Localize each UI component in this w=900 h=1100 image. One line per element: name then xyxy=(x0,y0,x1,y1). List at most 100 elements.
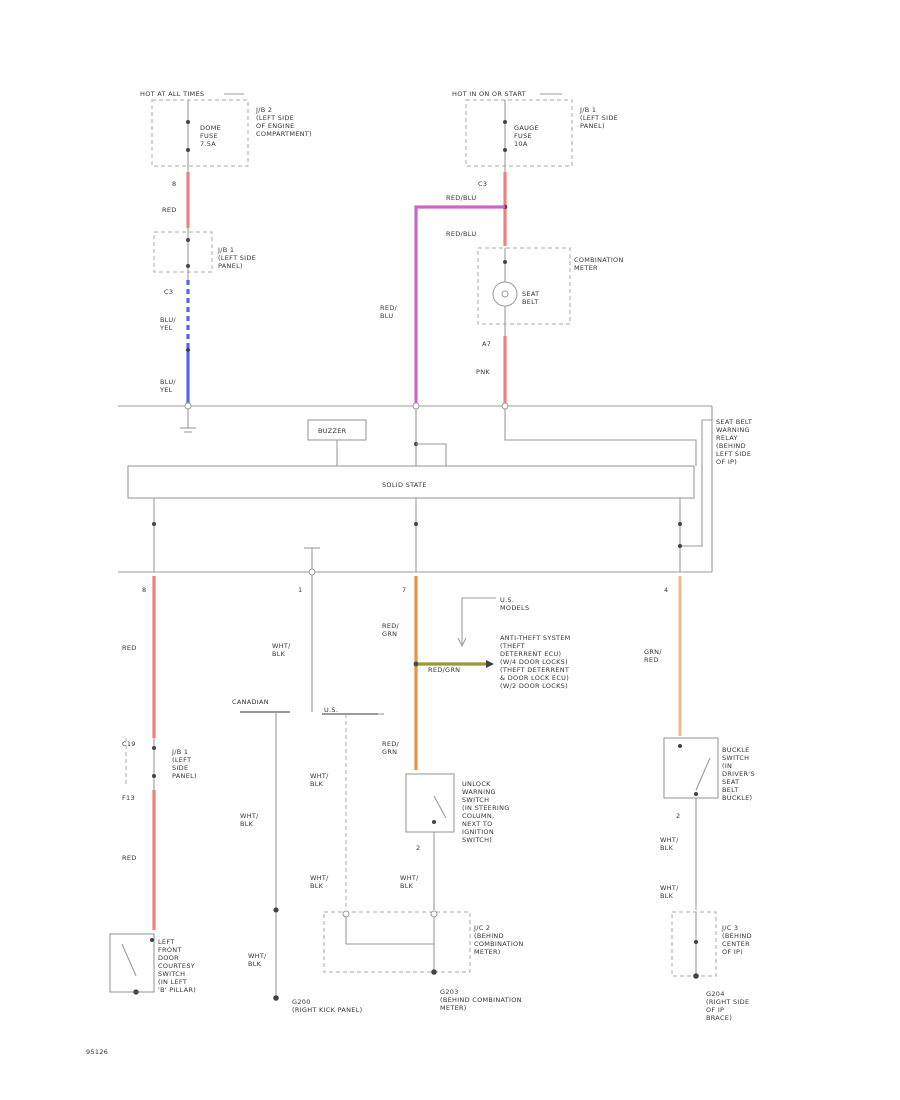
left-power-feed: HOT AT ALL TIMES DOME FUSE 7.5A J/B 2 (L… xyxy=(140,90,312,404)
g204-ground-node xyxy=(693,973,699,979)
theft-system-3: DETERRENT ECU) xyxy=(500,650,561,658)
mid-fuse-line-3: 10A xyxy=(514,140,528,148)
jb1-left-node-b xyxy=(186,264,190,268)
right-wire-2: RED xyxy=(644,656,659,664)
jb1-left-node-a xyxy=(186,238,190,242)
left-fuse-node-bottom xyxy=(186,148,190,152)
jb2-line-3: OF ENGINE xyxy=(256,122,295,130)
jc2-bus xyxy=(345,917,434,945)
mid-wire-top-label: RED/BLU xyxy=(446,194,476,202)
us-models-1: U.S. xyxy=(500,596,514,604)
jc2-terminal-left xyxy=(342,910,350,918)
out-pin-8: 8 xyxy=(142,586,146,594)
mid-connector-c3: C3 xyxy=(478,180,487,188)
middle-power-feed: HOT IN ON OR START GAUGE FUSE 10A J/B 1 … xyxy=(380,90,623,404)
left-wire-bluyel-1b: YEL xyxy=(159,324,173,332)
relay-terminal-out-2 xyxy=(308,568,316,576)
buckle-switch-box xyxy=(663,737,719,799)
left-branch-wire-1: RED xyxy=(122,644,137,652)
unlock-pin-2: 2 xyxy=(416,844,420,852)
us-models-2: MODELS xyxy=(500,604,529,612)
middle-wire-c-2: BLK xyxy=(248,960,262,968)
relay-label-3: RELAY xyxy=(716,434,738,442)
theft-wire2-2: GRN xyxy=(382,748,397,756)
lamp-filament-icon xyxy=(501,290,509,298)
middle-wire-c-1: WHT/ xyxy=(248,952,267,960)
relay-label-5: LEFT SIDE xyxy=(716,450,751,458)
jb1-left-line-1: J/B 1 xyxy=(217,246,234,254)
left-splice-node xyxy=(185,347,191,353)
jc2-line-3: COMBINATION xyxy=(474,940,524,948)
buckle-pin-2: 2 xyxy=(676,812,680,820)
g204-line-3: OF IP xyxy=(706,1006,724,1014)
canadian-splice xyxy=(273,907,279,913)
violet-wire-label-1: RED/ xyxy=(380,304,398,312)
jb2-line-4: COMPARTMENT) xyxy=(256,130,312,138)
jc3-line-2: (BEHIND xyxy=(722,932,752,940)
mid-wire-mid-label: RED/BLU xyxy=(446,230,476,238)
right-wire-c-1: WHT/ xyxy=(660,884,679,892)
relay-terminal-3 xyxy=(501,402,509,410)
left-wire-bluyel-2a: BLU/ xyxy=(160,378,176,386)
buckle-line-7: BUCKLE) xyxy=(722,794,752,802)
left-jb-line-2: (LEFT xyxy=(172,756,191,764)
door-switch-line-2: FRONT xyxy=(158,946,182,954)
relay-loop xyxy=(416,443,447,466)
buckle-switch-branch: GRN/ RED BUCKLE SWITCH (IN DRIVER'S SEAT… xyxy=(644,576,755,1022)
buckle-line-1: BUCKLE xyxy=(722,746,750,754)
jb1-mid-line-1: J/B 1 xyxy=(579,106,596,114)
left-wire-red-label: RED xyxy=(162,206,177,214)
unlock-warning-branch: RED/ GRN U.S. MODELS RED/GRN ANTI-THEFT … xyxy=(382,576,570,910)
buckle-line-3: (IN xyxy=(722,762,732,770)
left-connector-c3: C3 xyxy=(164,288,173,296)
g203-line-2: (BEHIND COMBINATION xyxy=(440,996,522,1004)
unlock-line-8: SWITCH) xyxy=(462,836,492,844)
jb1-mid-line-2: (LEFT SIDE xyxy=(580,114,618,122)
pink-wire-label: PNK xyxy=(476,368,490,376)
jc3-line-3: CENTER xyxy=(722,940,750,948)
us-label: U.S. xyxy=(324,706,338,714)
theft-wire-2: GRN xyxy=(382,630,397,638)
relay-terminal-2 xyxy=(412,402,420,410)
lamp-line-2: BELT xyxy=(522,298,538,306)
left-branch-wire-2: RED xyxy=(122,854,137,862)
middle-wire-a-1: WHT/ xyxy=(272,642,291,650)
diagram-id: 95126 xyxy=(86,1048,108,1056)
mid-fuse-line-1: GAUGE xyxy=(514,124,539,132)
left-power-header: HOT AT ALL TIMES xyxy=(140,90,204,98)
jc2-line-4: METER) xyxy=(474,948,501,956)
middle-wire-a-2: BLK xyxy=(272,650,286,658)
middle-wire-d-1: WHT/ xyxy=(310,772,329,780)
unlock-wire-1: WHT/ xyxy=(400,874,419,882)
theft-system-7: (W/2 DOOR LOCKS) xyxy=(500,682,568,690)
buckle-line-2: SWITCH xyxy=(722,754,749,762)
door-switch-ground-node xyxy=(133,989,139,995)
right-wire-b-2: BLK xyxy=(660,844,674,852)
jc2-line-1: J/C 2 xyxy=(473,924,490,932)
relay-out-node-1 xyxy=(152,522,156,526)
us-models-arrow-icon xyxy=(457,637,467,648)
jb2-fuse-box xyxy=(151,99,249,167)
jc3-line-1: J/C 3 xyxy=(721,924,738,932)
mid-fuse-node-bottom xyxy=(503,148,507,152)
relay-pink-lead xyxy=(504,409,697,466)
left-branch-f13: F13 xyxy=(122,794,135,802)
seat-belt-warning-relay: BUZZER SOLID STATE SEAT BELT WARNING REL… xyxy=(118,402,752,576)
theft-system-5: (THEFT DETERRENT xyxy=(500,666,569,674)
door-switch-box xyxy=(109,933,155,993)
relay-terminal-1 xyxy=(184,402,192,410)
seat-belt-lamp xyxy=(492,281,518,307)
unlock-line-5: COLUMN, xyxy=(462,812,494,820)
out-pin-4: 4 xyxy=(664,586,668,594)
door-switch-line-3: DOOR xyxy=(158,954,179,962)
middle-wire-e-1: WHT/ xyxy=(310,874,329,882)
door-switch-line-7: 'B' PILLAR) xyxy=(158,986,196,994)
theft-system-6: & DOOR LOCK ECU) xyxy=(500,674,569,682)
theft-splice xyxy=(413,661,419,667)
middle-wire-e-2: BLK xyxy=(310,882,324,890)
jc2-terminal-right xyxy=(430,910,438,918)
middle-wire-b-1: WHT/ xyxy=(240,812,259,820)
solid-state-box xyxy=(127,465,695,499)
theft-system-4: (W/4 DOOR LOCKS) xyxy=(500,658,568,666)
